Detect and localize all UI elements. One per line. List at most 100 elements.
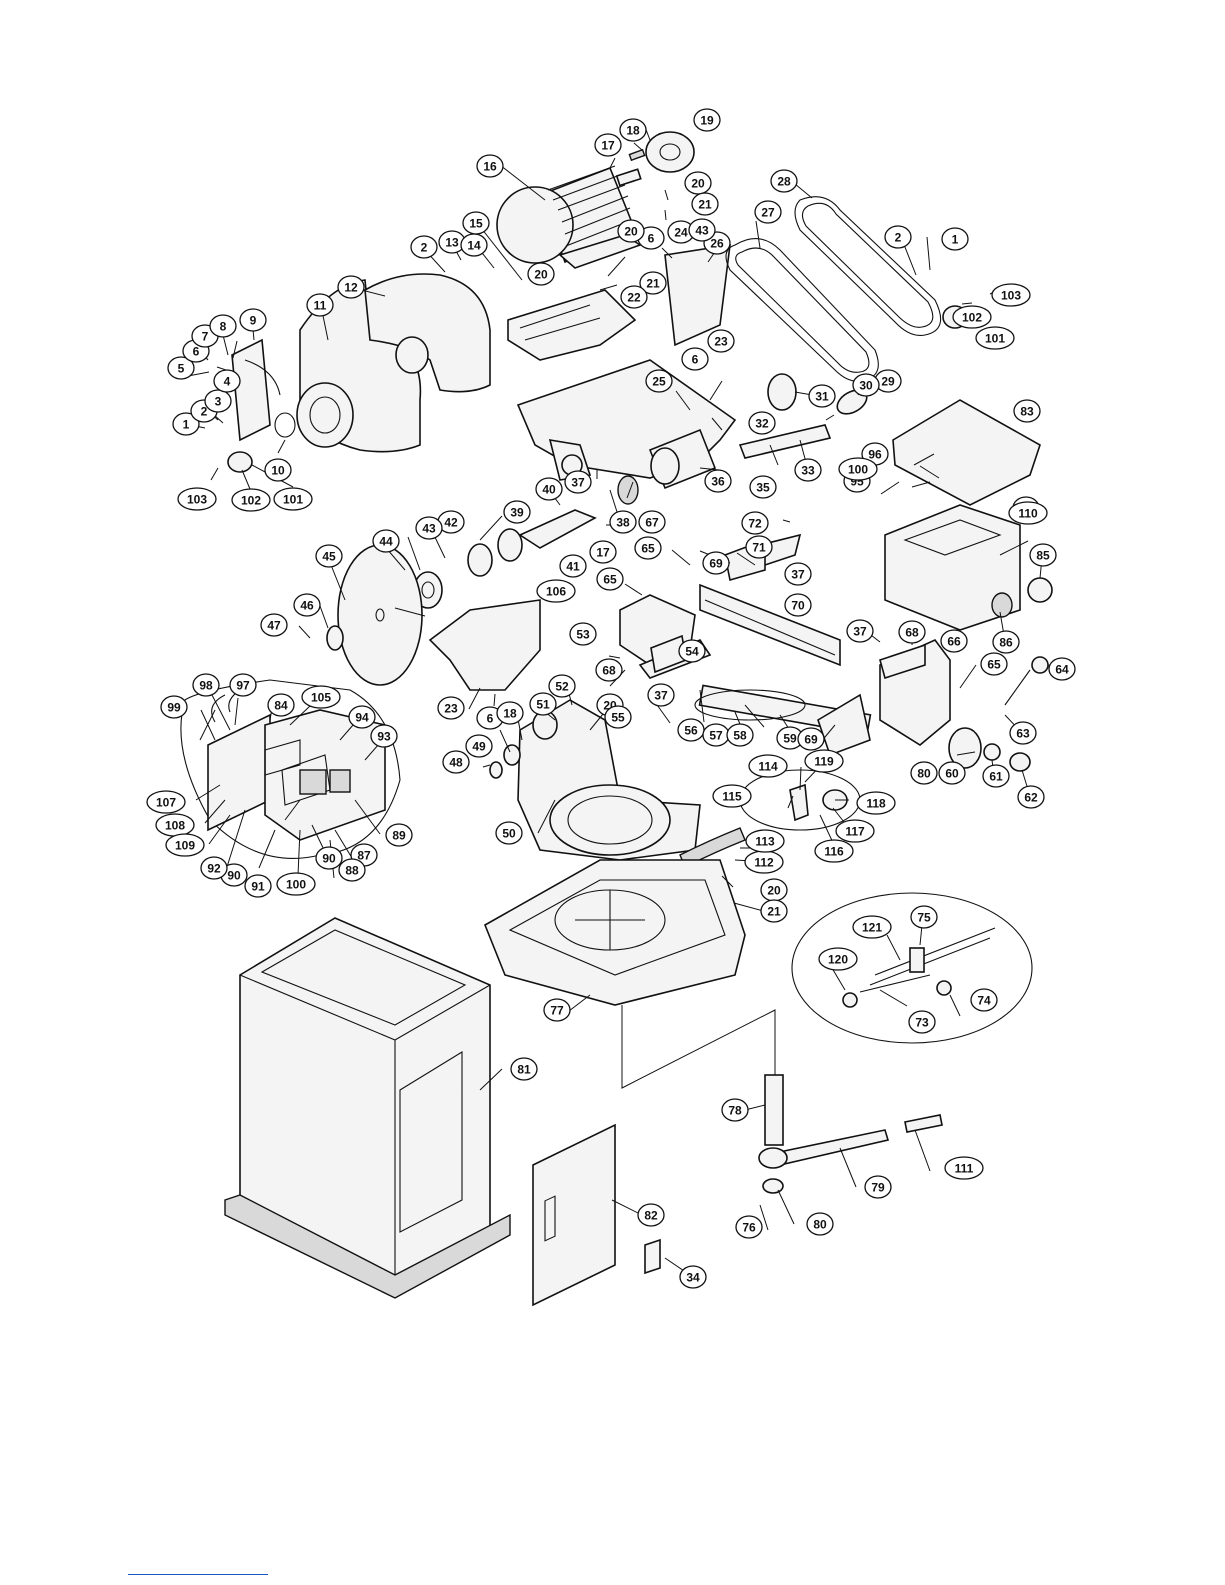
- callout-c98: 98: [192, 673, 220, 697]
- callout-label: 13: [445, 236, 459, 250]
- callout-c2c: 2: [884, 225, 912, 249]
- callout-c5: 5: [167, 356, 195, 380]
- callout-label: 40: [542, 483, 556, 497]
- callout-label: 26: [710, 237, 724, 251]
- callout-c106: 106: [536, 579, 576, 603]
- callout-c9: 9: [239, 308, 267, 332]
- callout-label: 43: [695, 224, 709, 238]
- callout-c1b: 1: [941, 227, 969, 251]
- callout-label: 99: [167, 701, 181, 715]
- blade-part: [337, 544, 423, 686]
- callout-c48: 48: [442, 750, 470, 774]
- callout-label: 9: [250, 314, 257, 328]
- callout-label: 85: [1036, 549, 1050, 563]
- callout-c78: 78: [721, 1098, 749, 1122]
- callout-label: 16: [483, 160, 497, 174]
- callout-c56: 56: [677, 718, 705, 742]
- callout-label: 38: [616, 516, 630, 530]
- callout-c30: 30: [852, 373, 880, 397]
- plate-part: [231, 338, 271, 442]
- callout-label: 105: [311, 691, 331, 705]
- callout-label: 109: [175, 839, 195, 853]
- cabinet-part: [224, 917, 511, 1299]
- callout-label: 2: [421, 241, 428, 255]
- callout-label: 52: [555, 680, 569, 694]
- callout-label: 17: [596, 546, 610, 560]
- belt-part: [725, 196, 942, 382]
- callout-label: 119: [814, 755, 834, 769]
- callout-label: 6: [692, 353, 699, 367]
- callout-label: 92: [207, 862, 221, 876]
- callout-c97: 97: [229, 673, 257, 697]
- callout-c39: 39: [503, 500, 531, 524]
- callout-label: 41: [566, 560, 580, 574]
- callout-label: 35: [756, 481, 770, 495]
- callout-label: 19: [700, 114, 714, 128]
- callout-label: 1: [183, 418, 190, 432]
- callout-label: 56: [684, 724, 698, 738]
- callout-c3: 3: [204, 389, 232, 413]
- callout-label: 75: [917, 911, 931, 925]
- callout-c93: 93: [370, 724, 398, 748]
- callout-c67: 67: [638, 510, 666, 534]
- callout-c75: 75: [910, 905, 938, 929]
- callout-label: 48: [449, 756, 463, 770]
- callout-label: 10: [271, 464, 285, 478]
- callout-c52: 52: [548, 674, 576, 698]
- callout-c20b: 20: [617, 219, 645, 243]
- callout-c33: 33: [794, 458, 822, 482]
- callout-c43b: 43: [688, 218, 716, 242]
- callout-c73: 73: [908, 1010, 936, 1034]
- callout-c49: 49: [465, 734, 493, 758]
- callout-c37b: 37: [784, 562, 812, 586]
- callout-label: 114: [758, 760, 778, 774]
- callout-c72: 72: [741, 511, 769, 535]
- callout-c13: 13: [438, 230, 466, 254]
- callout-c45: 45: [315, 544, 343, 568]
- callout-label: 18: [503, 707, 517, 721]
- callout-label: 47: [267, 619, 281, 633]
- callout-label: 1: [952, 233, 959, 247]
- callout-c74: 74: [970, 988, 998, 1012]
- callout-c20a: 20: [684, 171, 712, 195]
- callout-c111: 111: [944, 1156, 984, 1180]
- callout-c15: 15: [462, 211, 490, 235]
- callout-label: 11: [314, 299, 327, 313]
- callout-c51: 51: [529, 692, 557, 716]
- callout-c37d: 37: [647, 683, 675, 707]
- callout-label: 21: [767, 905, 781, 919]
- callout-label: 80: [917, 767, 931, 781]
- callout-label: 28: [777, 175, 791, 189]
- callout-label: 43: [422, 522, 436, 536]
- callout-label: 18: [626, 124, 640, 138]
- callout-label: 65: [641, 542, 655, 556]
- callout-c65b: 65: [596, 567, 624, 591]
- callout-label: 121: [862, 921, 882, 935]
- callout-c88: 88: [338, 858, 366, 882]
- callout-c94: 94: [348, 705, 376, 729]
- callout-label: 102: [962, 311, 982, 325]
- callout-c103a: 103: [991, 283, 1031, 307]
- callout-c91: 91: [244, 874, 272, 898]
- callout-label: 72: [748, 517, 762, 531]
- callout-label: 24: [674, 226, 688, 240]
- callout-c61: 61: [982, 764, 1010, 788]
- pulley-part: [628, 131, 695, 173]
- callout-c58: 58: [726, 723, 754, 747]
- callout-c69b: 69: [797, 727, 825, 751]
- callout-label: 77: [550, 1004, 564, 1018]
- callout-c21c: 21: [760, 899, 788, 923]
- callout-label: 55: [611, 711, 625, 725]
- callout-c23a: 23: [707, 329, 735, 353]
- callout-label: 45: [322, 550, 336, 564]
- callout-c118: 118: [856, 791, 896, 815]
- blade-guard-part: [296, 273, 491, 453]
- callout-c108: 108: [155, 813, 195, 837]
- callout-label: 37: [791, 568, 805, 582]
- callout-c11: 11: [306, 293, 334, 317]
- callout-label: 107: [156, 796, 176, 810]
- callout-label: 100: [286, 878, 306, 892]
- callout-c82: 82: [637, 1203, 665, 1227]
